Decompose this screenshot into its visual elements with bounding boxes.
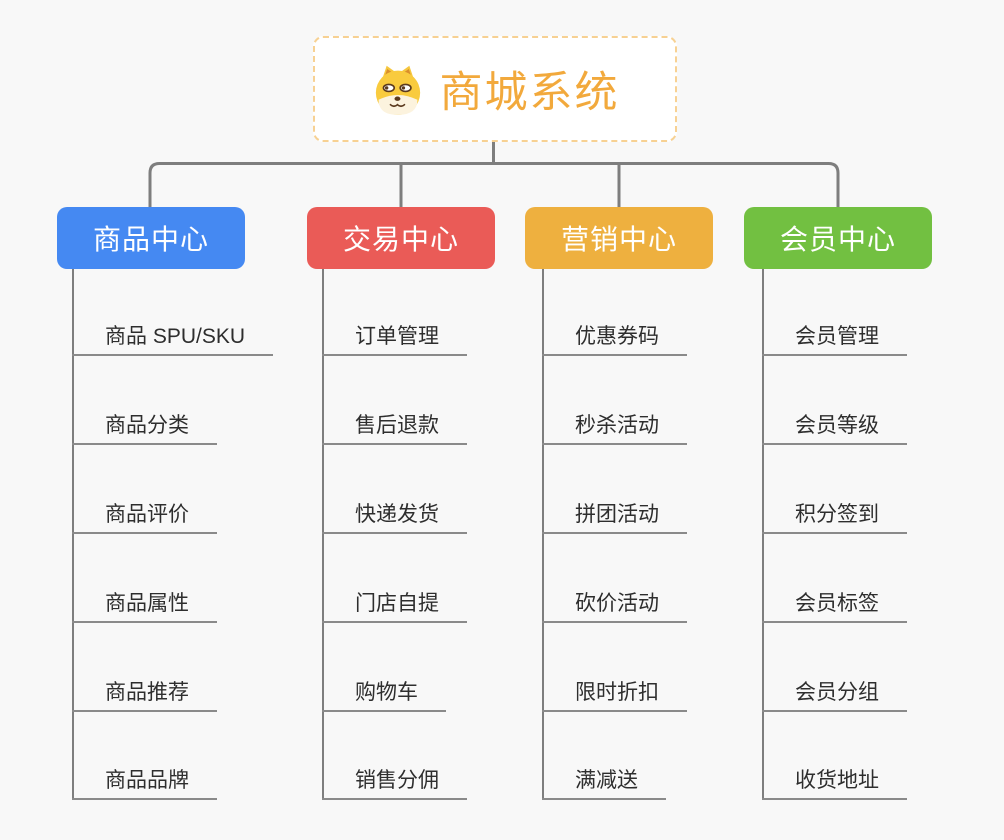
- leaf-item[interactable]: 售后退款: [322, 408, 467, 445]
- branch-column-product: 商品 SPU/SKU 商品分类 商品评价 商品属性 商品推荐 商品品牌: [72, 269, 322, 814]
- leaf-item[interactable]: 商品评价: [72, 497, 217, 534]
- branch-trunk-line: [72, 269, 74, 800]
- branch-column-member: 会员管理 会员等级 积分签到 会员标签 会员分组 收货地址: [762, 269, 1004, 814]
- leaf-item[interactable]: 秒杀活动: [542, 408, 687, 445]
- dog-face-icon: [371, 62, 425, 116]
- leaf-item[interactable]: 砍价活动: [542, 586, 687, 623]
- branch-trunk-line: [542, 269, 544, 800]
- leaf-item[interactable]: 商品 SPU/SKU: [72, 319, 274, 356]
- branch-node-trade-center[interactable]: 交易中心: [307, 207, 495, 269]
- leaf-item[interactable]: 会员分组: [762, 675, 907, 712]
- branch-trunk-line: [322, 269, 324, 800]
- branch-column-trade: 订单管理 售后退款 快递发货 门店自提 购物车 销售分佣: [322, 269, 572, 814]
- leaf-item[interactable]: 拼团活动: [542, 497, 687, 534]
- branch-column-marketing: 优惠券码 秒杀活动 拼团活动 砍价活动 限时折扣 满减送: [542, 269, 792, 814]
- leaf-item[interactable]: 商品推荐: [72, 675, 217, 712]
- branch-node-product-center[interactable]: 商品中心: [57, 207, 245, 269]
- leaf-item[interactable]: 商品属性: [72, 586, 217, 623]
- leaf-item[interactable]: 购物车: [322, 675, 446, 712]
- leaf-item[interactable]: 销售分佣: [322, 763, 467, 800]
- leaf-item[interactable]: 订单管理: [322, 319, 467, 356]
- branch-node-marketing-center[interactable]: 营销中心: [525, 207, 713, 269]
- leaf-item[interactable]: 优惠券码: [542, 319, 687, 356]
- leaf-item[interactable]: 积分签到: [762, 497, 907, 534]
- leaf-item[interactable]: 商品分类: [72, 408, 217, 445]
- leaf-item[interactable]: 会员标签: [762, 586, 907, 623]
- branch-trunk-line: [762, 269, 764, 800]
- leaf-item[interactable]: 满减送: [542, 763, 666, 800]
- leaf-item[interactable]: 会员管理: [762, 319, 907, 356]
- leaf-item[interactable]: 门店自提: [322, 586, 467, 623]
- root-node[interactable]: 商城系统: [313, 36, 677, 142]
- branch-node-member-center[interactable]: 会员中心: [744, 207, 932, 269]
- leaf-item[interactable]: 收货地址: [762, 763, 907, 800]
- leaf-item[interactable]: 会员等级: [762, 408, 907, 445]
- leaf-item[interactable]: 限时折扣: [542, 675, 687, 712]
- leaf-item[interactable]: 商品品牌: [72, 763, 217, 800]
- leaf-item[interactable]: 快递发货: [322, 497, 467, 534]
- root-title: 商城系统: [439, 69, 620, 117]
